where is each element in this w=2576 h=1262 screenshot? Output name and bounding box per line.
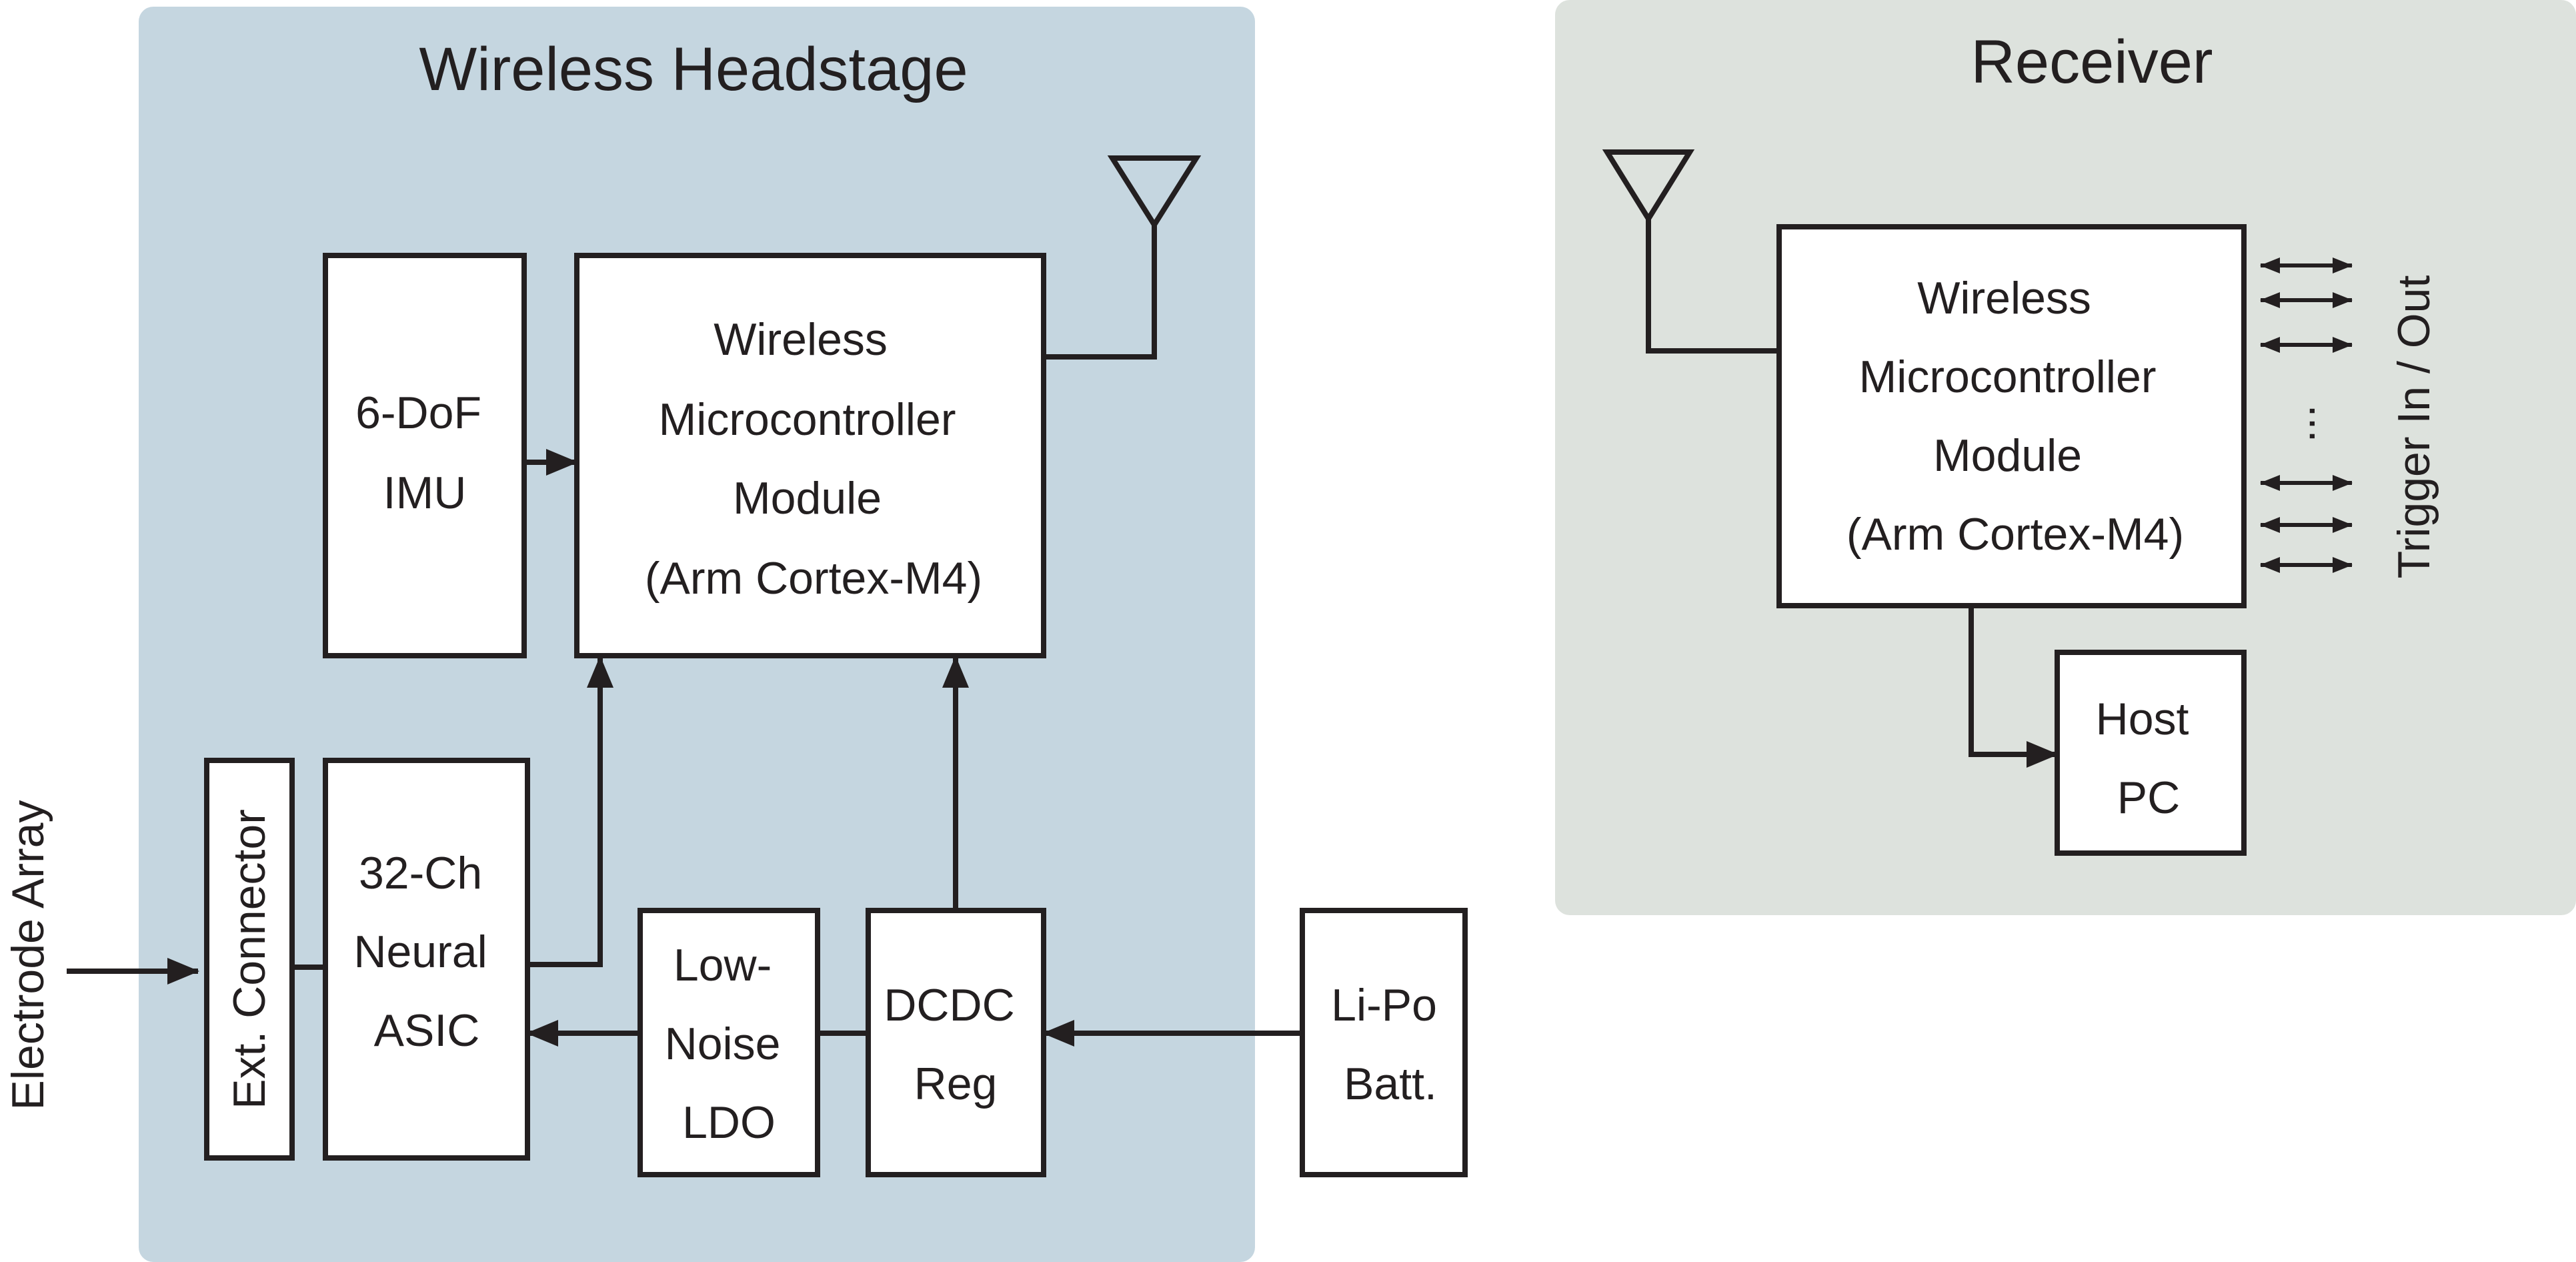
- trigger-ellipsis: ...: [2274, 405, 2325, 443]
- headstage-mcu-label: Wireless Microcontroller Module (Arm Cor…: [645, 314, 982, 604]
- dcdc-block: DCDC Reg: [866, 908, 1046, 1177]
- imu-block-label: 6-DoF IMU: [355, 388, 494, 518]
- asic-to-mcu-arrow: [527, 656, 613, 967]
- ldo-label: Low- Noise LDO: [665, 940, 794, 1148]
- battery-block: Li-Po Batt.: [1300, 908, 1468, 1177]
- headstage-title: Wireless Headstage: [419, 35, 968, 103]
- dcdc-label: DCDC Reg: [884, 980, 1027, 1109]
- electrode-array-label: Electrode Array: [3, 800, 53, 1111]
- neural-asic-label: 32-Ch Neural ASIC: [353, 848, 499, 1056]
- headstage-mcu-block: Wireless Microcontroller Module (Arm Cor…: [574, 253, 1046, 658]
- mcu-to-host-arrow: [1969, 606, 2059, 768]
- ext-connector-label: Ext. Connector: [224, 809, 275, 1109]
- trigger-io-label: Trigger In / Out: [2389, 275, 2439, 579]
- receiver-mcu-label: Wireless Microcontroller Module (Arm Cor…: [1846, 273, 2184, 560]
- trigger-io-arrows: [2260, 257, 2353, 573]
- host-pc-block: Host PC: [2055, 650, 2247, 856]
- headstage-antenna-icon: [1044, 155, 1202, 360]
- neural-asic-block: 32-Ch Neural ASIC: [323, 758, 530, 1161]
- battery-label: Li-Po Batt.: [1331, 980, 1450, 1109]
- receiver-mcu-block: Wireless Microcontroller Module (Arm Cor…: [1776, 224, 2247, 608]
- receiver-antenna-icon: [1602, 149, 1779, 354]
- host-pc-label: Host PC: [2096, 694, 2202, 823]
- ext-connector-block: Ext. Connector: [204, 758, 295, 1161]
- ldo-block: Low- Noise LDO: [637, 908, 820, 1177]
- receiver-title: Receiver: [1971, 28, 2213, 96]
- imu-block: 6-DoF IMU: [323, 253, 527, 658]
